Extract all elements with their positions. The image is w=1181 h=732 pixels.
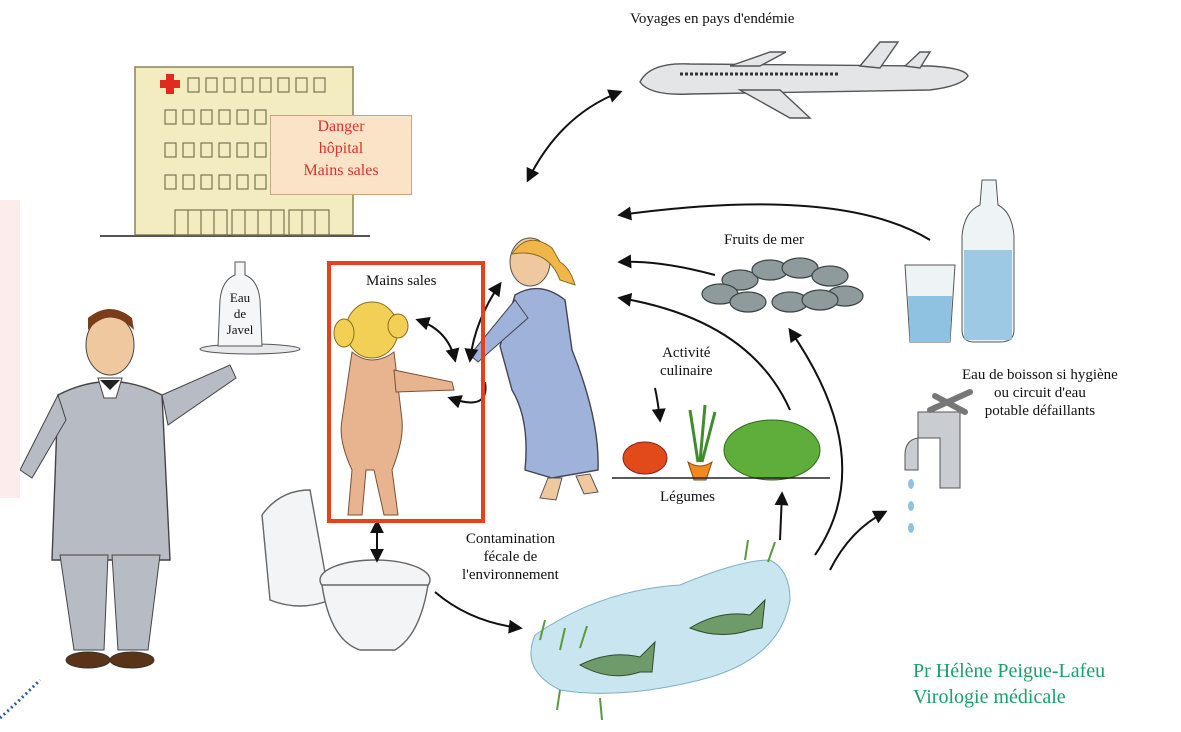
water-line-1: Eau de boisson si hygiène — [962, 366, 1118, 384]
water-line-2: ou circuit d'eau — [962, 384, 1118, 402]
label-drinking-water: Eau de boisson si hygiène ou circuit d'e… — [962, 366, 1118, 420]
side-panel — [0, 200, 20, 498]
contamination-line-2: fécale de — [462, 548, 559, 566]
label-vegetables: Légumes — [660, 488, 715, 506]
author-name: Pr Hélène Peigue-Lafeu — [913, 658, 1105, 684]
label-travel: Voyages en pays d'endémie — [630, 10, 794, 28]
glass-icon — [905, 265, 955, 342]
vegetables-icon — [612, 405, 830, 480]
label-javel: Eau de Javel — [222, 290, 258, 338]
airplane-icon — [640, 42, 968, 118]
bottle-icon — [962, 180, 1014, 342]
contamination-line-3: l'environnement — [462, 566, 559, 584]
label-seafood: Fruits de mer — [724, 231, 804, 249]
danger-line-2: hôpital — [271, 138, 411, 160]
woman-icon — [470, 238, 598, 500]
javel-line-3: Javel — [222, 322, 258, 338]
highlight-box — [327, 261, 485, 523]
contamination-line-1: Contamination — [462, 530, 559, 548]
cooking-line-1: Activité — [660, 344, 712, 362]
faucet-icon — [905, 392, 970, 533]
label-cooking: Activité culinaire — [660, 344, 712, 380]
cooking-line-2: culinaire — [660, 362, 712, 380]
danger-line-3: Mains sales — [271, 160, 411, 182]
javel-line-2: de — [222, 306, 258, 322]
author-dept: Virologie médicale — [913, 684, 1105, 710]
seafood-icon — [702, 258, 863, 312]
danger-sign: Danger hôpital Mains sales — [270, 115, 412, 195]
decorative-arc — [0, 680, 40, 718]
javel-line-1: Eau — [222, 290, 258, 306]
author-credit: Pr Hélène Peigue-Lafeu Virologie médical… — [913, 658, 1105, 710]
label-dirty-hands: Mains sales — [366, 272, 436, 290]
waiter-icon — [20, 262, 300, 668]
water-line-3: potable défaillants — [962, 402, 1118, 420]
label-contamination: Contamination fécale de l'environnement — [462, 530, 559, 584]
danger-line-1: Danger — [271, 116, 411, 138]
